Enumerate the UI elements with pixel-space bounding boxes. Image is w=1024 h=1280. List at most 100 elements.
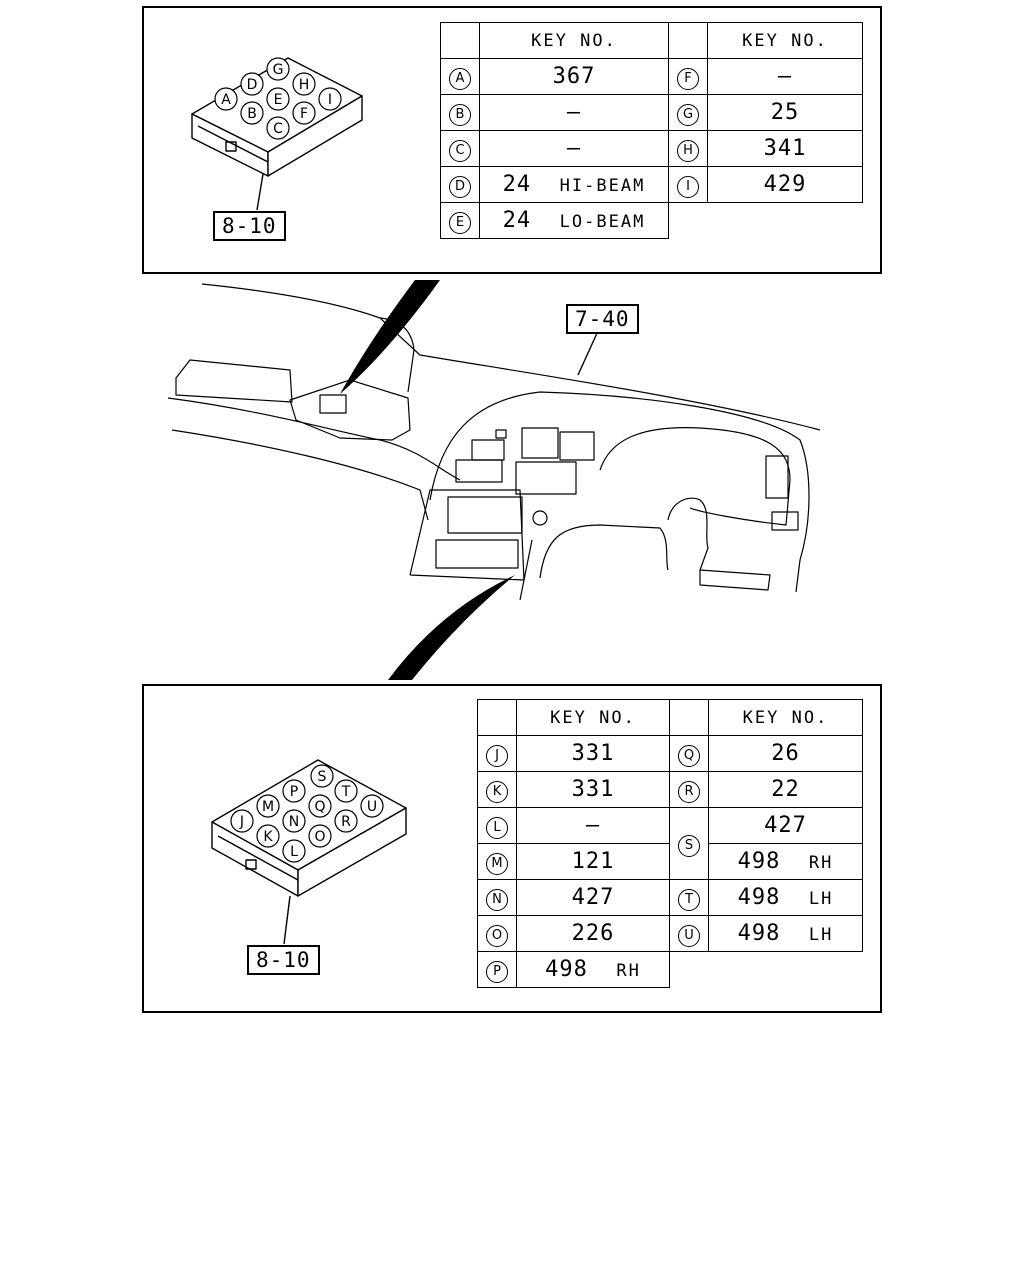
header-key-no: KEY NO.	[516, 699, 670, 736]
key-value: 26	[771, 741, 800, 766]
terminal-circle	[256, 794, 280, 818]
table-row: D 24 HI-BEAM I 429	[440, 166, 863, 203]
table-row: P 498 RH	[477, 951, 863, 988]
terminal-circle	[360, 794, 384, 818]
terminal-label: U	[678, 925, 700, 947]
header-key-no: KEY NO.	[479, 22, 669, 59]
key-value: 498	[545, 957, 588, 982]
table-row: E 24 LO-BEAM	[440, 202, 863, 239]
key-value: 367	[552, 64, 596, 89]
table-row: B — G 25	[440, 94, 863, 131]
key-value: 24	[502, 208, 532, 233]
terminal-circle-label: T	[341, 784, 351, 800]
terminal-circle-label: G	[273, 62, 284, 78]
terminal-circle-label: I	[328, 92, 332, 108]
key-suffix: RH	[808, 853, 834, 873]
key-value: 24	[502, 172, 532, 197]
key-suffix: LH	[808, 889, 834, 909]
terminal-label: B	[449, 104, 471, 126]
terminal-circle-label: Q	[314, 799, 325, 815]
terminal-circle	[266, 87, 290, 111]
terminal-label: C	[449, 140, 471, 162]
header-key-no: KEY NO.	[708, 699, 863, 736]
terminal-circle	[240, 72, 264, 96]
dashboard-overview	[167, 283, 821, 601]
key-value: —	[777, 64, 793, 89]
terminal-circle	[308, 824, 332, 848]
terminal-circle	[282, 839, 306, 863]
terminal-circle	[292, 101, 316, 125]
table-header-row: KEY NO. KEY NO.	[477, 699, 863, 736]
terminal-label: L	[486, 817, 508, 839]
terminal-circle-label: E	[274, 92, 283, 108]
key-suffix: RH	[616, 961, 641, 981]
terminal-circle-label: J	[239, 814, 244, 830]
table-row: L — S 427	[477, 807, 863, 880]
terminal-label: R	[678, 781, 700, 803]
terminal-circle	[308, 794, 332, 818]
table-header-row: KEY NO. KEY NO.	[440, 22, 863, 59]
bottom-ref-box: 8-10	[247, 945, 320, 975]
key-value: —	[566, 136, 582, 161]
terminal-label: S	[678, 835, 700, 857]
key-value: 121	[571, 849, 615, 874]
key-value: 341	[763, 136, 807, 161]
key-value: —	[585, 813, 601, 838]
table-row: A 367 F —	[440, 58, 863, 95]
terminal-circle	[292, 72, 316, 96]
terminal-circle	[266, 116, 290, 140]
key-value: 331	[571, 741, 615, 766]
terminal-label: N	[486, 889, 508, 911]
key-value: 22	[771, 777, 800, 802]
terminal-circle-label: S	[318, 769, 327, 785]
terminal-circle-label: P	[290, 784, 298, 800]
terminal-circle-label: B	[247, 106, 257, 122]
terminal-label: A	[449, 68, 471, 90]
terminal-label: J	[486, 745, 508, 767]
key-value: 331	[571, 777, 615, 802]
terminal-circle-label: N	[289, 814, 299, 830]
key-value: 25	[770, 100, 800, 125]
terminal-label: Q	[678, 745, 700, 767]
top-callout-wedge	[340, 280, 440, 394]
terminal-label: I	[677, 176, 699, 198]
terminal-circle-label: H	[299, 77, 310, 93]
terminal-circle	[318, 87, 342, 111]
terminal-label: K	[486, 781, 508, 803]
terminal-circle-label: C	[273, 121, 283, 137]
terminal-label: D	[449, 176, 471, 198]
terminal-circle	[266, 57, 290, 81]
terminal-label: T	[678, 889, 700, 911]
terminal-circle-label: A	[221, 92, 231, 108]
terminal-label: G	[677, 104, 699, 126]
terminal-label: H	[677, 140, 699, 162]
table-row: C — H 341	[440, 130, 863, 167]
table-row: K 331 R 22	[477, 771, 863, 808]
top-key-table: KEY NO. KEY NO. A 367 F — B — G 25 C — H…	[440, 22, 863, 239]
dashboard-ref-box: 7-40	[566, 304, 639, 334]
terminal-circle	[310, 764, 334, 788]
header-key-no: KEY NO.	[707, 22, 863, 59]
key-value: —	[566, 100, 582, 125]
terminal-label: P	[486, 961, 508, 983]
terminal-circle-label: M	[262, 799, 274, 815]
terminal-label: E	[449, 212, 471, 234]
terminal-label: F	[677, 68, 699, 90]
terminal-label: O	[486, 925, 508, 947]
terminal-circle	[256, 824, 280, 848]
top-ref-box: 8-10	[213, 211, 286, 241]
key-value: 429	[763, 172, 807, 197]
terminal-circle-label: D	[247, 77, 258, 93]
key-suffix: HI-BEAM	[559, 176, 646, 196]
bottom-callout-wedge	[388, 575, 515, 680]
terminal-circle	[282, 779, 306, 803]
table-row: M 121 498 RH	[477, 843, 863, 880]
terminal-circle-label: K	[263, 829, 273, 845]
terminal-circle-label: U	[367, 799, 377, 815]
table-row: J 331 Q 26	[477, 735, 863, 772]
terminal-circle-label: L	[290, 844, 298, 860]
terminal-circle-label: F	[300, 106, 308, 122]
key-value: 498	[737, 921, 781, 946]
key-value: 427	[764, 813, 807, 838]
